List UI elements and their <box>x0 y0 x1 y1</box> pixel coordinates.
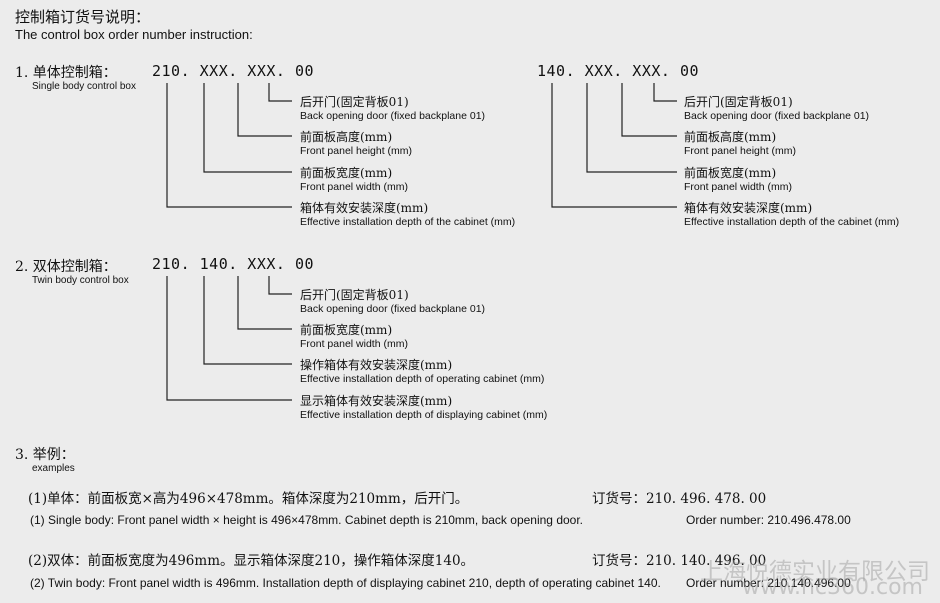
label-zh: 箱体有效安装深度(mm) <box>300 201 429 215</box>
label-zh: 后开门(固定背板01) <box>300 95 409 109</box>
label-zh: 后开门(固定背板01) <box>300 288 409 302</box>
single-heading: 1. 单体控制箱： <box>15 65 117 81</box>
example-1-en: (1) Single body: Front panel width × hei… <box>30 513 584 527</box>
twin-heading-en: Twin body control box <box>32 275 129 286</box>
watermark-site: www.hc360.com <box>742 575 923 600</box>
twin-heading: 2. 双体控制箱： <box>15 259 117 275</box>
twin-code: 210. 140. XXX. 00 <box>152 255 315 273</box>
page-subtitle: The control box order number instruction… <box>15 27 253 42</box>
example-2-zh: (2)双体：前面板宽度为496mm。显示箱体深度210，操作箱体深度140。 <box>28 553 475 569</box>
example-1-zh: (1)单体：前面板宽×高为496×478mm。箱体深度为210mm，后开门。 <box>28 491 469 507</box>
label-en: Front panel width (mm) <box>300 181 408 193</box>
label-zh: 前面板高度(mm) <box>300 130 393 144</box>
example-2-order-zh: 订货号：210. 140. 496. 00 <box>592 553 767 569</box>
label-zh: 前面板宽度(mm) <box>300 166 393 180</box>
example-1-order-en: Order number: 210.496.478.00 <box>686 513 851 527</box>
page-title: 控制箱订货号说明： <box>15 8 151 26</box>
example-1-order-zh: 订货号：210. 496. 478. 00 <box>592 491 767 507</box>
examples-heading-en: examples <box>32 463 75 474</box>
label-en: Back opening door (fixed backplane 01) <box>684 110 870 122</box>
watermark-company: 上海悦德实业有限公司 <box>700 559 930 585</box>
single-code-140: 140. XXX. XXX. 00 <box>537 62 700 80</box>
single-code-210: 210. XXX. XXX. 00 <box>152 62 315 80</box>
label-zh: 显示箱体有效安装深度(mm) <box>300 394 453 408</box>
label-zh: 箱体有效安装深度(mm) <box>684 201 813 215</box>
label-en: Effective installation depth of the cabi… <box>684 216 900 228</box>
label-en: Effective installation depth of the cabi… <box>300 216 516 228</box>
label-en: Front panel width (mm) <box>684 181 792 193</box>
example-2-order-en: Order number: 210.140.496.00 <box>686 576 851 590</box>
example-2-en: (2) Twin body: Front panel width is 496m… <box>30 576 661 590</box>
label-en: Front panel width (mm) <box>300 338 408 350</box>
label-en: Front panel height (mm) <box>300 145 413 157</box>
label-zh: 后开门(固定背板01) <box>684 95 793 109</box>
label-en: Effective installation depth of displayi… <box>300 409 548 421</box>
examples-heading: 3. 举例： <box>15 447 75 463</box>
label-zh: 操作箱体有效安装深度(mm) <box>300 358 453 372</box>
label-zh: 前面板宽度(mm) <box>300 323 393 337</box>
single-heading-en: Single body control box <box>32 81 136 92</box>
label-en: Back opening door (fixed backplane 01) <box>300 110 486 122</box>
label-zh: 前面板高度(mm) <box>684 130 777 144</box>
label-en: Back opening door (fixed backplane 01) <box>300 303 486 315</box>
label-en: Front panel height (mm) <box>684 145 797 157</box>
label-en: Effective installation depth of operatin… <box>300 373 545 385</box>
label-zh: 前面板宽度(mm) <box>684 166 777 180</box>
